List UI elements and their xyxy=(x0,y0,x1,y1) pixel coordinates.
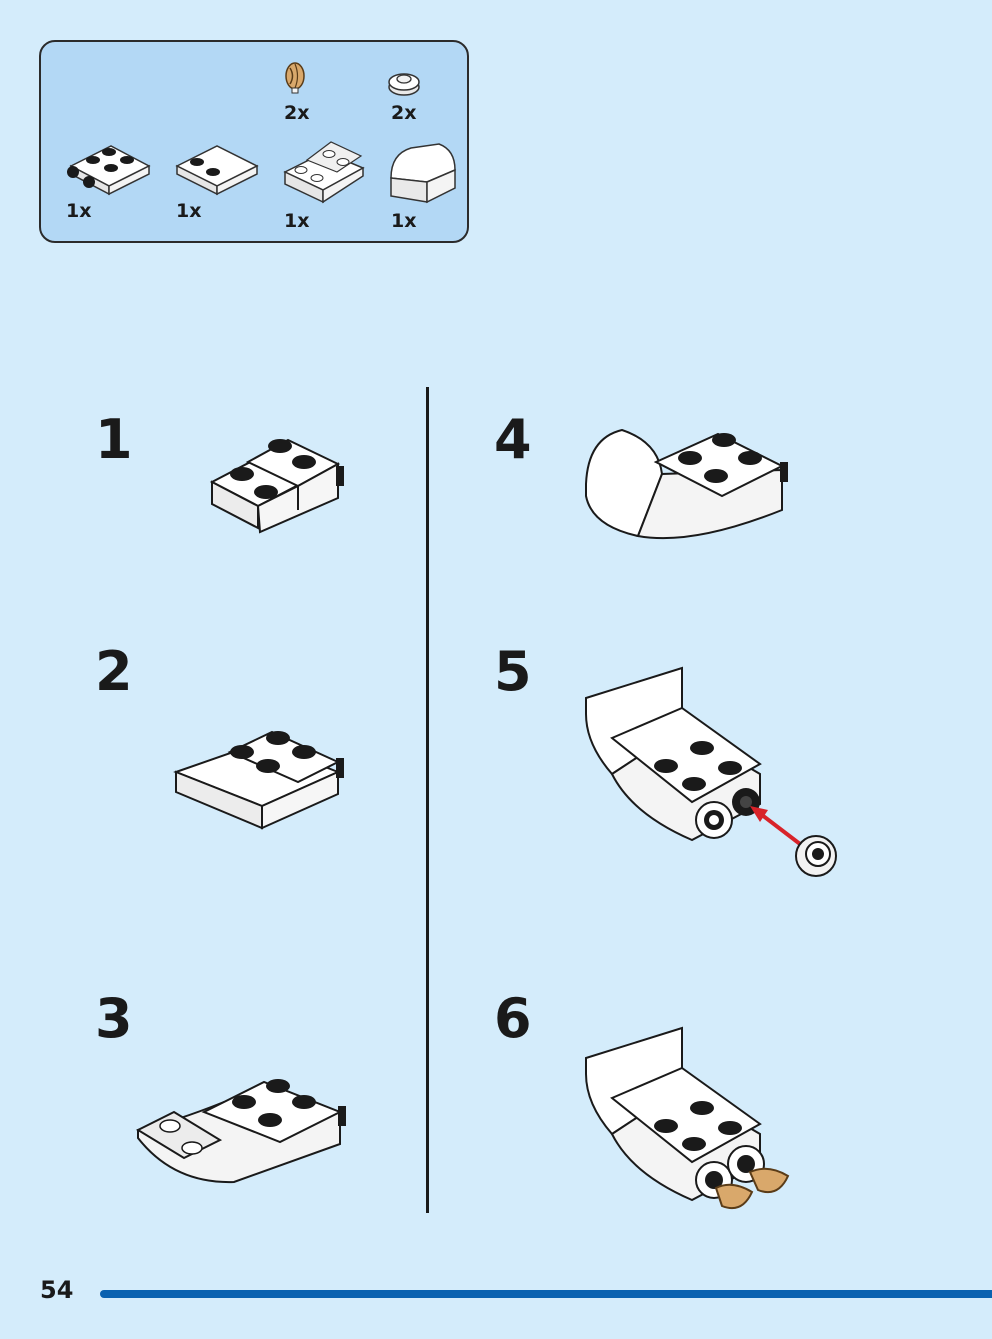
inverted-slope-plate-icon xyxy=(281,138,367,208)
parts-qty-curved-slope: 1x xyxy=(391,210,417,232)
step-2-illustration xyxy=(172,724,348,834)
step-3-illustration xyxy=(134,1072,348,1190)
curved-slope-brick-icon xyxy=(387,138,459,208)
parts-qty-2x2-plate: 1x xyxy=(176,200,202,222)
plate-2x2-icon xyxy=(173,138,263,198)
plate-with-wheel-holders-icon xyxy=(63,138,153,196)
round-tile-icon xyxy=(387,68,421,98)
tan-shell-piece-icon xyxy=(283,58,307,94)
step-number-4: 4 xyxy=(494,408,532,471)
step-6-illustration xyxy=(582,1024,796,1220)
step-number-6: 6 xyxy=(494,987,532,1050)
parts-qty-wheel-holder-plate: 1x xyxy=(66,200,92,222)
parts-list-box: 2x 2x 1x 1x xyxy=(39,40,469,243)
step-number-1: 1 xyxy=(95,408,133,471)
step-number-5: 5 xyxy=(494,640,532,703)
parts-qty-inverted-slope: 1x xyxy=(284,210,310,232)
step-4-illustration xyxy=(582,426,792,546)
parts-qty-round-tile: 2x xyxy=(391,102,417,124)
step-1-illustration xyxy=(208,428,348,538)
step-number-3: 3 xyxy=(95,987,133,1050)
column-divider xyxy=(426,387,429,1213)
page-number: 54 xyxy=(40,1276,74,1304)
footer-bar xyxy=(100,1290,992,1298)
parts-qty-tan-shell: 2x xyxy=(284,102,310,124)
step-5-illustration xyxy=(582,664,842,886)
step-number-2: 2 xyxy=(95,640,133,703)
